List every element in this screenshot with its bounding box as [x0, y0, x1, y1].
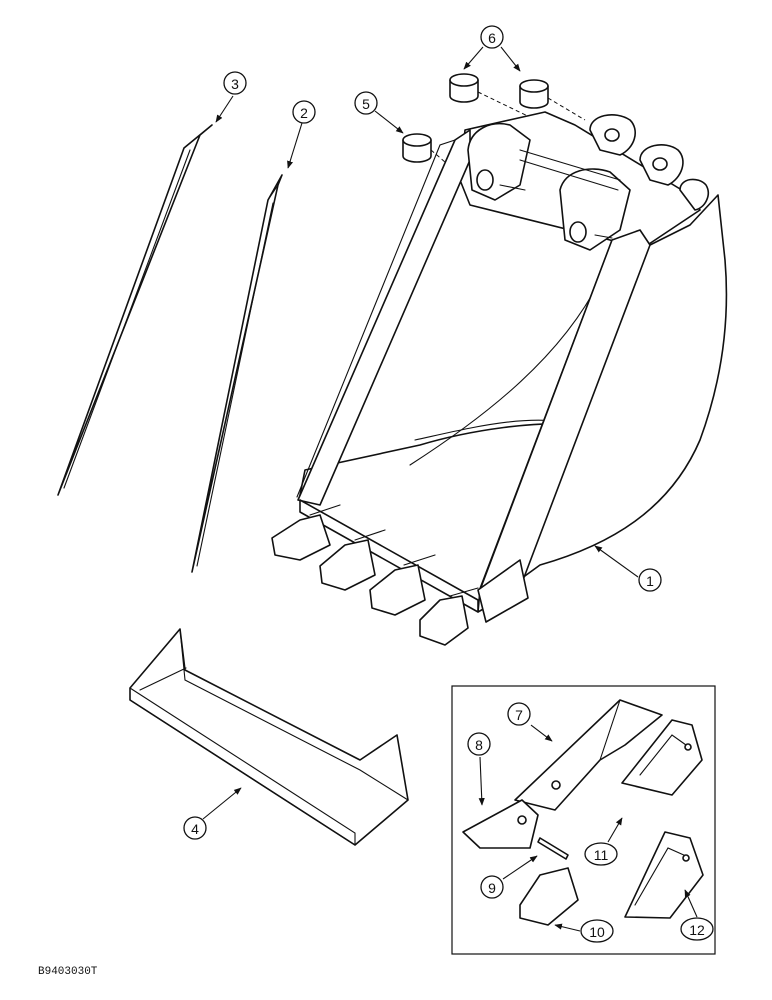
callout-5: 5	[354, 91, 378, 115]
tooth-parts-inset	[451, 685, 716, 955]
callout-12-label: 12	[689, 922, 705, 938]
callout-6-label: 6	[488, 30, 496, 46]
bushing-pair-part	[449, 73, 586, 123]
callout-11-label: 11	[594, 847, 609, 863]
callout-4-label: 4	[191, 821, 199, 837]
callout-4: 4	[183, 816, 207, 840]
callout-9-label: 9	[488, 880, 496, 896]
callout-10: 10	[580, 919, 614, 943]
bushing-single-part	[402, 133, 453, 169]
callout-2: 2	[292, 100, 316, 124]
callout-6: 6	[480, 25, 504, 49]
callout-7: 7	[507, 702, 531, 726]
reference-code: B9403030T	[38, 966, 98, 978]
side-cutter-right-part	[191, 174, 283, 573]
bucket-part	[271, 111, 728, 646]
callout-leaders	[202, 46, 698, 932]
callout-1-label: 1	[646, 573, 654, 589]
callout-12: 12	[680, 917, 714, 941]
callout-3-label: 3	[231, 76, 239, 92]
callout-1: 1	[638, 568, 662, 592]
wear-strip-part	[129, 628, 409, 846]
callout-3: 3	[223, 71, 247, 95]
callout-8-label: 8	[475, 737, 483, 753]
side-cutter-left-part	[57, 124, 213, 496]
callout-5-label: 5	[362, 96, 370, 112]
callout-2-label: 2	[300, 105, 308, 121]
callout-11: 11	[584, 842, 618, 866]
callout-7-label: 7	[515, 707, 523, 723]
callout-10-label: 10	[589, 924, 605, 940]
callout-8: 8	[467, 732, 491, 756]
callout-9: 9	[480, 875, 504, 899]
